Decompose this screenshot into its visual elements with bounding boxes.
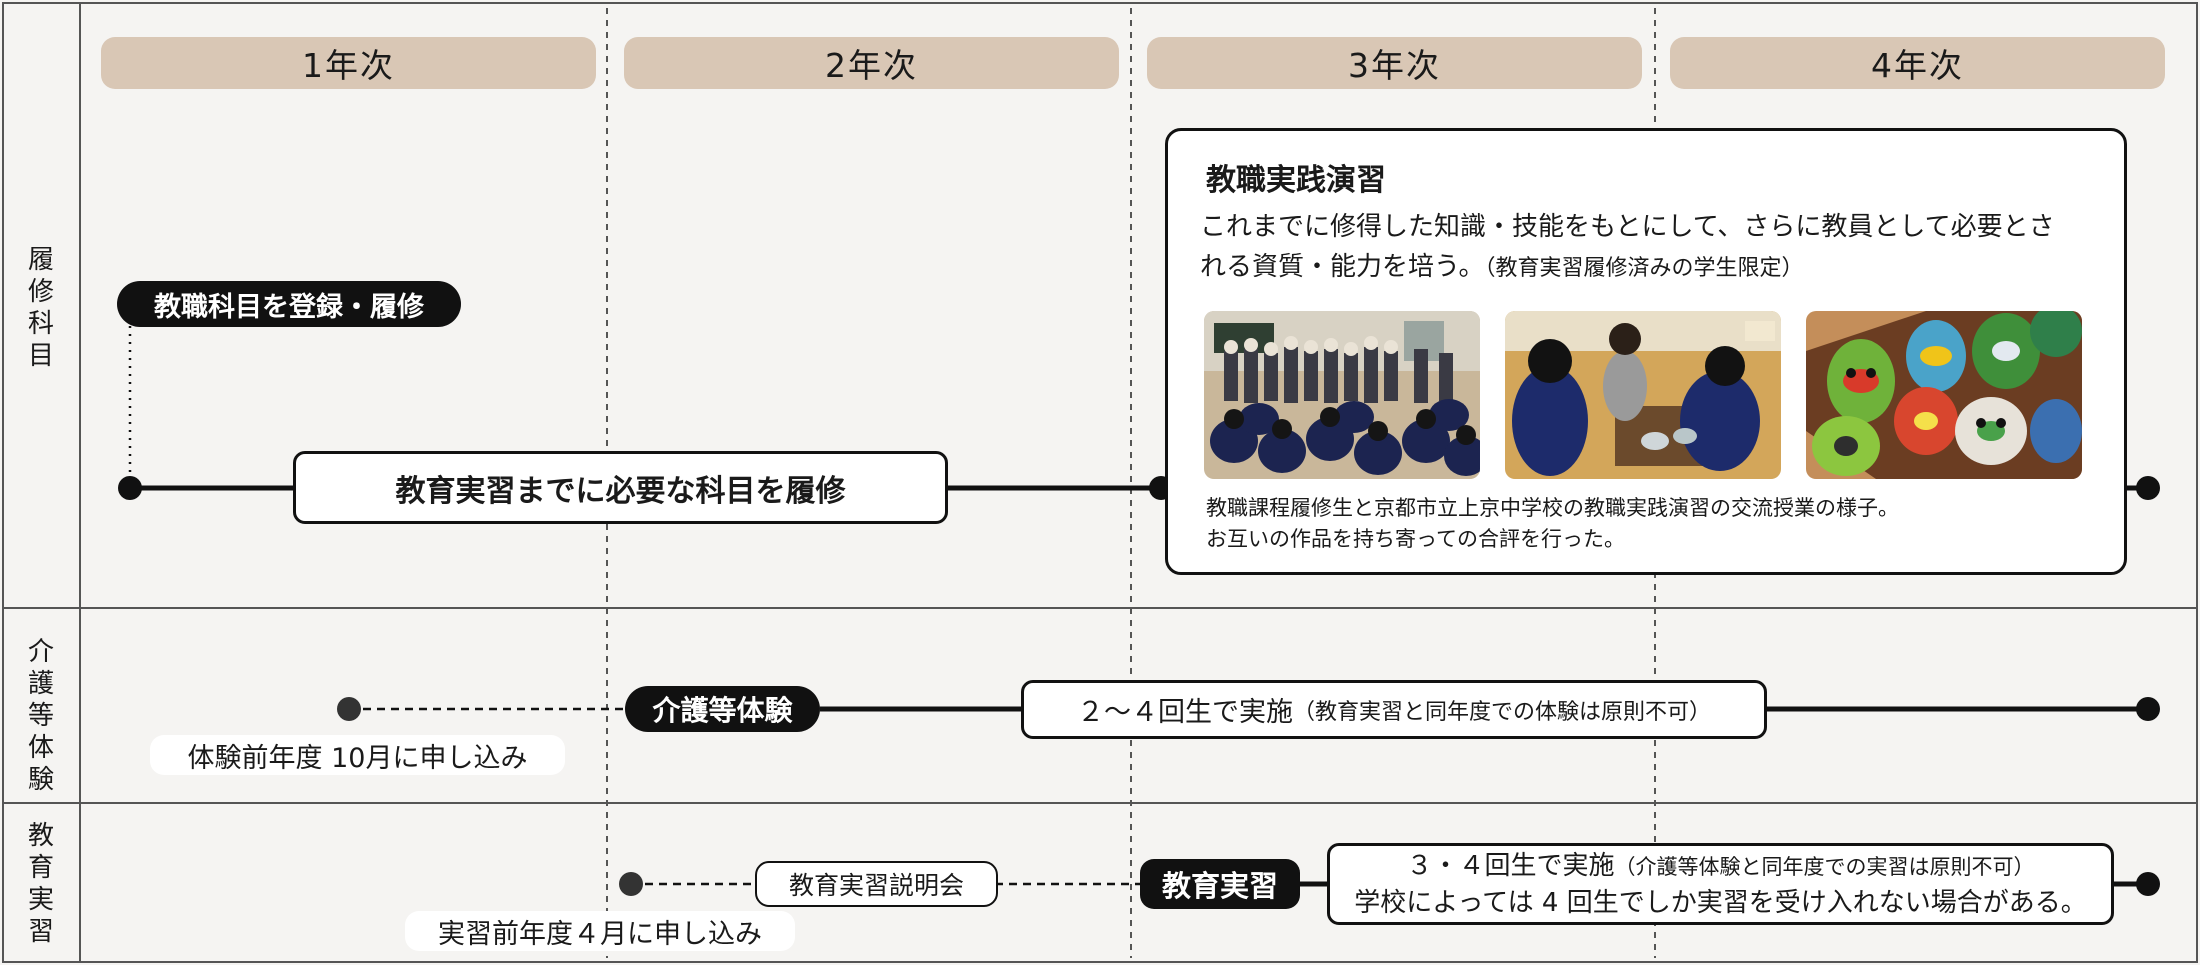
year-header-3: 3年次 bbox=[1147, 37, 1642, 89]
row-label-char: 護 bbox=[27, 669, 54, 699]
practicum-card: 教職実践演習 これまでに修得した知識・技能をもとにして、さらに教員として必要とさ… bbox=[1165, 128, 2127, 575]
care-label: 介護等体験 bbox=[625, 686, 820, 732]
practice-detail-line-1-main: ３・４回生で実施 bbox=[1406, 850, 1615, 881]
year-header-4: 4年次 bbox=[1670, 37, 2165, 89]
practicum-title: 教職実践演習 bbox=[1206, 163, 1386, 198]
practicum-photo-classroom bbox=[1204, 311, 1480, 479]
row-label-char: 習 bbox=[27, 917, 54, 947]
row-label-practice: 教育実習 bbox=[2, 820, 80, 948]
practicum-caption-line-1: 教職課程履修生と京都市立上京中学校の教職実践演習の交流授業の様子。 bbox=[1206, 496, 1899, 520]
row-label-courses: 履修科目 bbox=[2, 244, 80, 372]
practicum-desc-line-2: れる資質・能力を培う。（教育実習履修済みの学生限定） bbox=[1200, 247, 2120, 289]
practicum-photo-students bbox=[1505, 311, 1781, 479]
year-header-1: 1年次 bbox=[101, 37, 596, 89]
courses-start-dot bbox=[118, 476, 142, 500]
practice-detail-line-1: ３・４回生で実施（介護等体験と同年度での実習は原則不可） bbox=[1406, 848, 2034, 885]
care-period-note: （教育実習と同年度での体験は原則不可） bbox=[1292, 699, 1711, 725]
row-label-char: 等 bbox=[27, 701, 54, 731]
row-label-char: 修 bbox=[27, 277, 54, 307]
practicum-desc-line-2-main: れる資質・能力を培う。 bbox=[1200, 252, 1485, 282]
row-label-char: 科 bbox=[27, 309, 54, 339]
practice-apply-dot bbox=[619, 872, 643, 896]
practice-apply-note: 実習前年度４月に申し込み bbox=[405, 911, 795, 951]
row-label-char: 介 bbox=[27, 637, 54, 667]
practice-detail-box: ３・４回生で実施（介護等体験と同年度での実習は原則不可） 学校によっては 4 回… bbox=[1327, 843, 2114, 925]
care-apply-dot bbox=[337, 697, 361, 721]
care-period-box: ２～４回生で実施（教育実習と同年度での体験は原則不可） bbox=[1021, 680, 1767, 739]
row-label-char: 教 bbox=[27, 821, 54, 851]
practice-label: 教育実習 bbox=[1140, 859, 1300, 909]
required-courses-box: 教育実習までに必要な科目を履修 bbox=[293, 451, 948, 524]
row-label-char: 履 bbox=[27, 245, 54, 275]
care-apply-note: 体験前年度 10月に申し込み bbox=[150, 735, 565, 775]
care-period-main: ２～４回生で実施 bbox=[1076, 697, 1293, 728]
practicum-desc-line-1: これまでに修得した知識・技能をもとにして、さらに教員として必要とさ bbox=[1200, 212, 2055, 242]
row-label-char: 体 bbox=[27, 733, 54, 763]
row-label-char: 験 bbox=[27, 765, 54, 795]
practice-detail-line-2: 学校によっては 4 回生でしか実習を受け入れない場合がある。 bbox=[1354, 887, 2087, 918]
practicum-photo-masks bbox=[1806, 311, 2082, 479]
register-courses-label: 教職科目を登録・履修 bbox=[117, 281, 461, 327]
courses-end-dot bbox=[2136, 476, 2160, 500]
practicum-desc-note: （教育実習履修済みの学生限定） bbox=[1484, 256, 1804, 281]
row-label-char: 目 bbox=[27, 341, 54, 371]
practicum-description: これまでに修得した知識・技能をもとにして、さらに教員として必要とさ れる資質・能… bbox=[1200, 207, 2120, 289]
practicum-caption: 教職課程履修生と京都市立上京中学校の教職実践演習の交流授業の様子。 お互いの作品… bbox=[1206, 493, 1899, 555]
practice-info-session: 教育実習説明会 bbox=[755, 861, 998, 907]
care-end-dot bbox=[2136, 697, 2160, 721]
row-label-care: 介護等体験 bbox=[2, 636, 80, 796]
practice-end-dot bbox=[2136, 872, 2160, 896]
year-header-2: 2年次 bbox=[624, 37, 1119, 89]
practicum-caption-line-2: お互いの作品を持ち寄っての合評を行った。 bbox=[1206, 527, 1625, 551]
row-label-char: 実 bbox=[27, 885, 54, 915]
practice-detail-line-1-note: （介護等体験と同年度での実習は原則不可） bbox=[1614, 854, 2035, 879]
row-label-char: 育 bbox=[27, 853, 54, 883]
